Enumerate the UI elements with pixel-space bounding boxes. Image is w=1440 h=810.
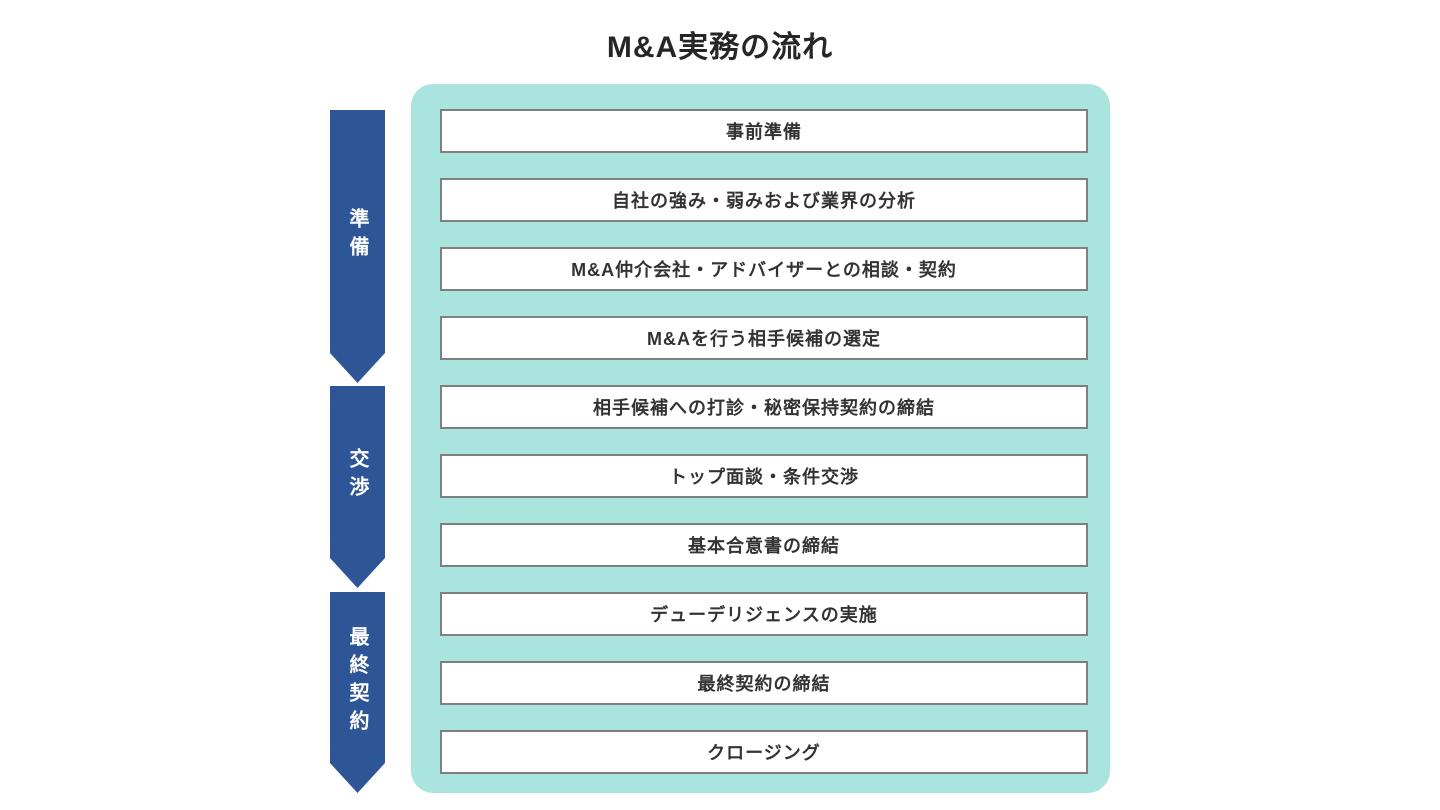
phase-label-final-contract: 最終契約: [346, 625, 368, 738]
step-box-4: M&Aを行う相手候補の選定: [440, 316, 1088, 360]
step-box-10: クロージング: [440, 730, 1088, 774]
phase-label-negotiation: 交渉: [346, 448, 368, 504]
step-box-5: 相手候補への打診・秘密保持契約の締結: [440, 385, 1088, 429]
step-list: 事前準備 自社の強み・弱みおよび業界の分析 M&A仲介会社・アドバイザーとの相談…: [440, 109, 1088, 774]
step-box-6: トップ面談・条件交渉: [440, 454, 1088, 498]
step-box-2: 自社の強み・弱みおよび業界の分析: [440, 178, 1088, 222]
page-title: M&A実務の流れ: [606, 31, 834, 64]
phase-arrow-negotiation: 交渉: [330, 386, 385, 588]
step-box-9: 最終契約の締結: [440, 661, 1088, 705]
phase-arrow-final-contract: 最終契約: [330, 592, 385, 793]
phase-arrow-preparation: 準備: [330, 110, 385, 383]
step-box-7: 基本合意書の締結: [440, 523, 1088, 567]
step-box-8: デューデリジェンスの実施: [440, 592, 1088, 636]
phase-label-preparation: 準備: [346, 207, 368, 264]
step-box-1: 事前準備: [440, 109, 1088, 153]
step-box-3: M&A仲介会社・アドバイザーとの相談・契約: [440, 247, 1088, 291]
